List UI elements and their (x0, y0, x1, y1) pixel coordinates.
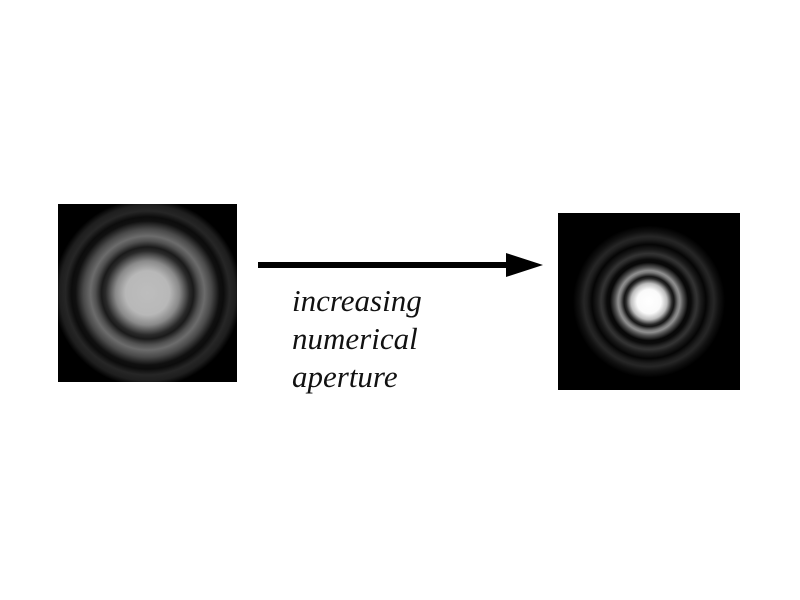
caption-line-2: numerical (292, 321, 418, 356)
arrow-head-icon (506, 253, 543, 277)
arrow-shaft (258, 262, 508, 268)
airy-pattern-high-aperture (558, 213, 740, 390)
arrow-caption: increasing numerical aperture (292, 282, 422, 396)
airy-pattern-low-aperture (58, 204, 237, 382)
caption-line-3: aperture (292, 359, 398, 394)
caption-line-1: increasing (292, 283, 422, 318)
